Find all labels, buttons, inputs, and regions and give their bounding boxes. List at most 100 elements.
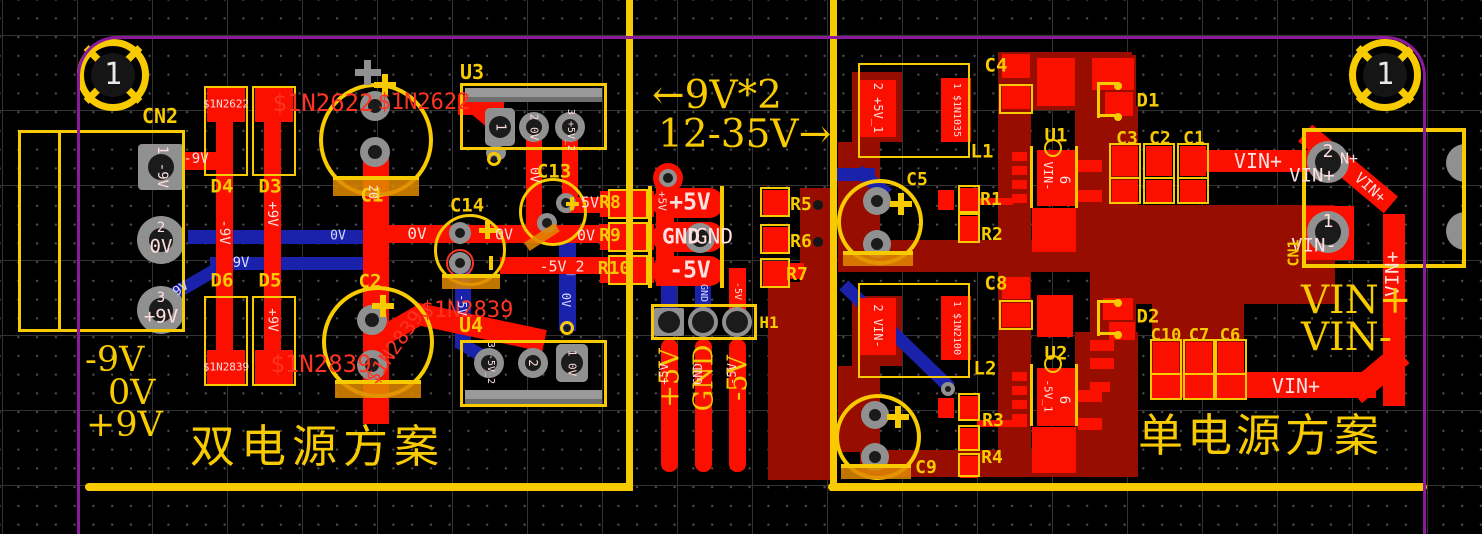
r4-pad[interactable]: [960, 456, 978, 478]
r7-ref[interactable]: R7: [786, 264, 808, 285]
u3-pad1-num[interactable]: 1: [492, 123, 508, 131]
u3-pad2-net[interactable]: 2 0V: [527, 113, 541, 141]
c3-bracket[interactable]: [1109, 177, 1141, 204]
c13-ref[interactable]: C13: [536, 160, 572, 183]
d5-ref[interactable]: D5: [258, 269, 282, 292]
u1-notch[interactable]: [1044, 139, 1062, 157]
cn1-pad1-num[interactable]: 1: [1322, 211, 1334, 232]
c2r-pad[interactable]: [1146, 146, 1172, 176]
u1-body[interactable]: [1037, 150, 1075, 206]
r4-bracket[interactable]: [958, 425, 980, 451]
u3-via[interactable]: [487, 152, 501, 166]
jp-5v-pad[interactable]: [652, 188, 724, 218]
hole[interactable]: [561, 352, 583, 374]
hole[interactable]: [945, 386, 951, 392]
u1-side[interactable]: [1075, 146, 1078, 208]
c1-chord[interactable]: [333, 176, 419, 180]
net-m5v-v[interactable]: -5V: [732, 281, 743, 301]
pad-vinm[interactable]: [860, 298, 896, 355]
fiducial-2-label[interactable]: 1: [1375, 57, 1395, 92]
u4-tab[interactable]: [465, 390, 602, 399]
net-0v-1[interactable]: 0V: [407, 224, 427, 243]
stub[interactable]: [1090, 358, 1114, 369]
c2r-ref[interactable]: C2: [1149, 128, 1171, 149]
cn1-outline[interactable]: [1302, 128, 1466, 268]
r4-pad[interactable]: [960, 428, 978, 450]
c10-ref[interactable]: C10: [1150, 325, 1182, 346]
u4-pad3-net[interactable]: 3 -5V_2: [485, 341, 496, 385]
d6-ref[interactable]: D6: [210, 269, 234, 292]
net-m9v[interactable]: -9V: [183, 151, 209, 167]
r1-pad[interactable]: [960, 188, 978, 212]
dual-supply-title[interactable]: 双电源方案: [190, 420, 446, 473]
l1-pad[interactable]: [941, 78, 971, 142]
u3-tab[interactable]: [465, 88, 602, 97]
dot[interactable]: [813, 200, 823, 210]
c4-bracket[interactable]: [999, 84, 1033, 114]
d1-ref[interactable]: D1: [1136, 89, 1160, 112]
cn2-pad2-hole[interactable]: [149, 228, 173, 252]
d3-outline[interactable]: [252, 86, 296, 176]
r2-pad[interactable]: [960, 216, 978, 242]
c2r-pad[interactable]: [1146, 180, 1172, 202]
u2-pin[interactable]: [1012, 414, 1027, 423]
c10-pad[interactable]: [1153, 342, 1179, 372]
d3-ref[interactable]: D3: [258, 175, 282, 198]
r6-bracket[interactable]: [760, 224, 790, 254]
pour[interactable]: [1103, 205, 1335, 304]
u1-pin[interactable]: [1012, 152, 1027, 161]
cn1-pad2-net[interactable]: VIN+: [1289, 164, 1335, 187]
hole[interactable]: [525, 355, 541, 371]
d4-value[interactable]: $1N2622: [272, 89, 374, 117]
r7-stub[interactable]: [786, 263, 804, 279]
c7-ref[interactable]: C7: [1188, 325, 1210, 346]
c8-pad1[interactable]: [1002, 277, 1030, 299]
jp-bracket[interactable]: [720, 254, 724, 288]
hole[interactable]: [1315, 149, 1341, 175]
u2-pin-r[interactable]: [1078, 390, 1102, 402]
jp-bracket[interactable]: [648, 186, 652, 220]
r10-ref[interactable]: R10: [597, 258, 631, 279]
net-p9v-v[interactable]: +9V: [264, 201, 280, 227]
cn1-edge-pad[interactable]: [1446, 212, 1466, 250]
r5-ref[interactable]: R5: [790, 194, 812, 215]
c10-pad[interactable]: [1153, 376, 1179, 398]
u1-pin[interactable]: [1012, 166, 1027, 175]
c6-bracket[interactable]: [1215, 373, 1247, 400]
cn1-edge-pad[interactable]: [1446, 144, 1466, 182]
u4-ref[interactable]: U4: [458, 313, 484, 337]
hole[interactable]: [691, 229, 709, 247]
c4-pad2[interactable]: [1002, 85, 1030, 109]
r3-link[interactable]: [977, 420, 1027, 427]
cn2-pad2-net[interactable]: 0V: [149, 235, 173, 258]
h1-ref[interactable]: H1: [759, 313, 779, 332]
d1-dot[interactable]: [1114, 113, 1122, 121]
rail-label-minus9v[interactable]: -9V: [85, 340, 145, 380]
r5-pad[interactable]: [763, 190, 789, 216]
hole[interactable]: [491, 156, 497, 162]
l2-outline[interactable]: [858, 283, 970, 378]
fiducial-ring[interactable]: [1349, 39, 1421, 111]
section-divider-right[interactable]: [830, 0, 837, 491]
d1-wire[interactable]: [1097, 82, 1100, 118]
jp-bracket[interactable]: [648, 254, 652, 288]
r2-ref[interactable]: R2: [981, 224, 1003, 245]
c1-net[interactable]: 20: [366, 184, 380, 200]
c9-plus[interactable]: [895, 406, 901, 428]
u2-pin[interactable]: [1012, 400, 1027, 409]
c1-polarity[interactable]: [333, 180, 419, 196]
net-0v-2[interactable]: 0V: [494, 225, 514, 244]
fiducial-1-label[interactable]: 1: [103, 57, 123, 92]
u2-net[interactable]: -5V_1: [1041, 379, 1055, 413]
c2-plus[interactable]: [380, 295, 386, 317]
jp-gnd-label2[interactable]: GND: [695, 224, 733, 249]
c5-chord[interactable]: [843, 251, 913, 255]
hole[interactable]: [1315, 219, 1341, 245]
r2-bracket[interactable]: [958, 213, 980, 243]
hole[interactable]: [562, 119, 578, 135]
c2-polarity[interactable]: [335, 384, 421, 398]
net-np[interactable]: N+: [1339, 149, 1359, 168]
d5-pad[interactable]: [255, 350, 293, 384]
u1-side[interactable]: [1030, 146, 1033, 208]
net-m5v2[interactable]: -5V_2: [539, 257, 585, 276]
